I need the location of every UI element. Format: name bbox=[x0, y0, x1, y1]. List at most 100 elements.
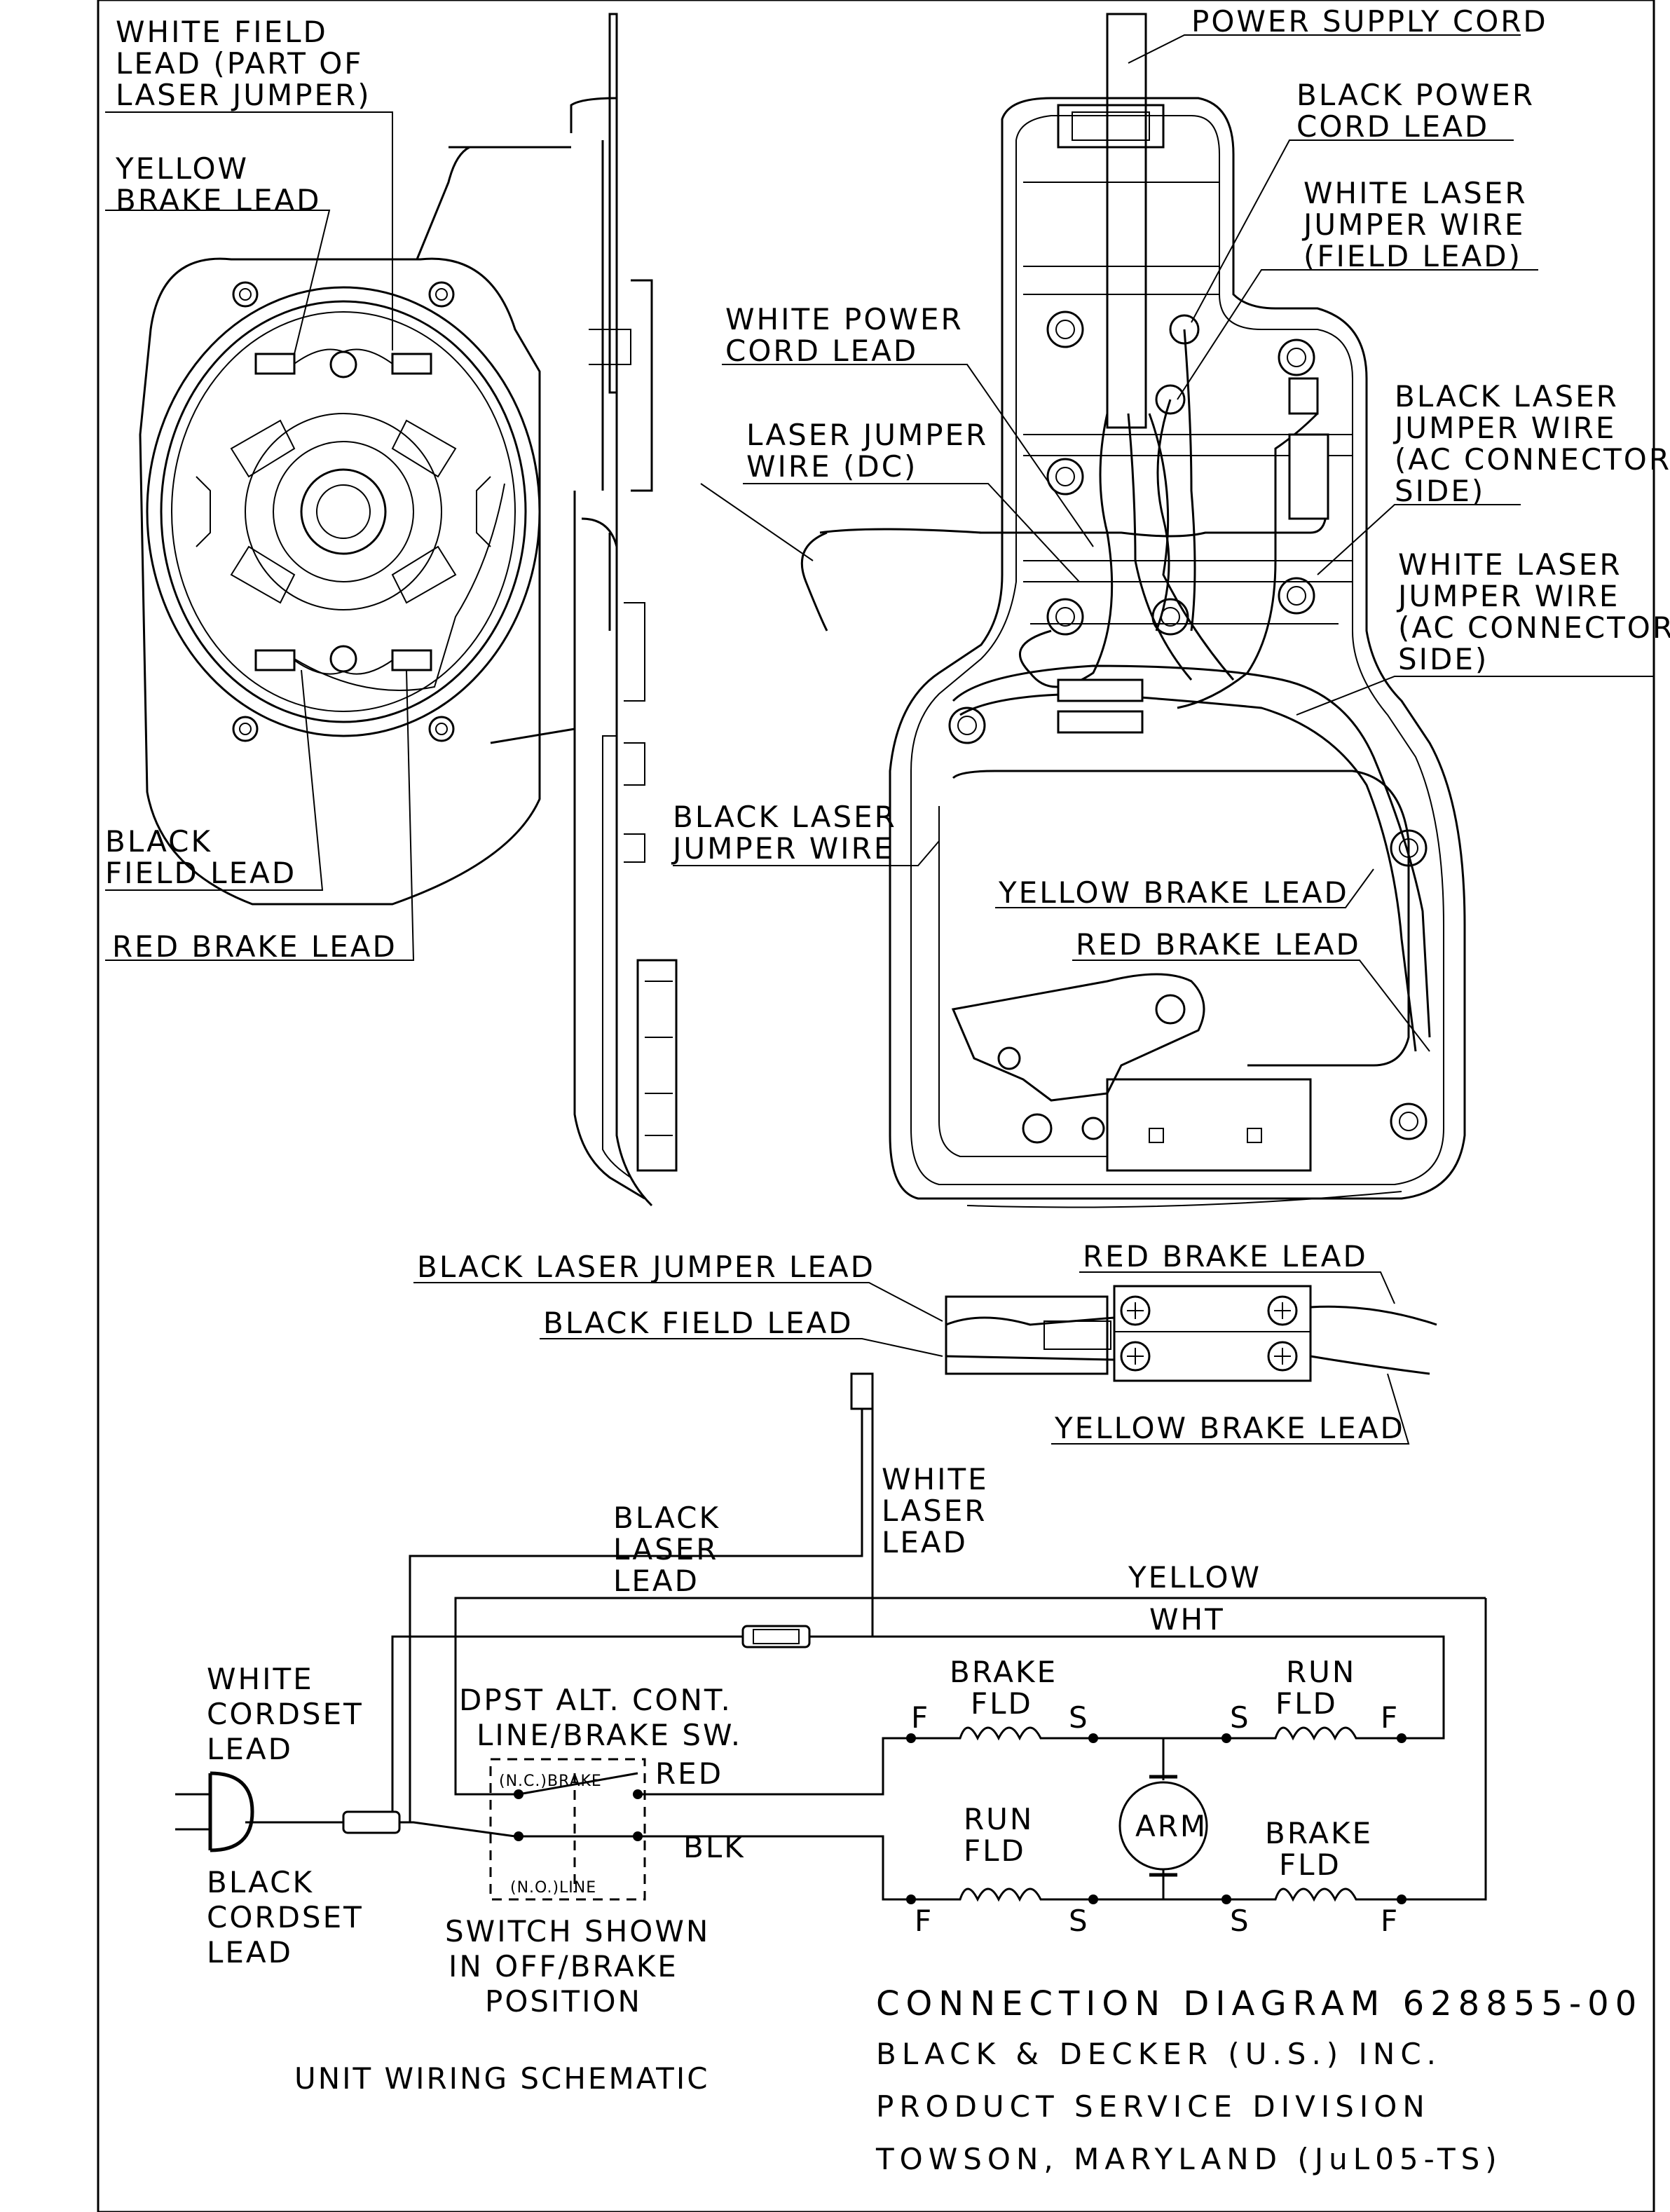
label-wht: WHT bbox=[1149, 1602, 1225, 1637]
svg-text:FLD: FLD bbox=[971, 1686, 1033, 1721]
label-unit-wiring-schematic: UNIT WIRING SCHEMATIC bbox=[294, 2061, 710, 2096]
label-black-cordset-lead: BLACK CORDSET LEAD bbox=[207, 1865, 364, 1969]
label-white-field-lead: WHITE FIELD LEAD (PART OF LASER JUMPER) bbox=[116, 15, 371, 112]
svg-text:JUMPER WIRE: JUMPER WIRE bbox=[1392, 411, 1616, 445]
svg-text:CORD LEAD: CORD LEAD bbox=[1296, 109, 1489, 144]
label-black-laser-jumper-lead: BLACK LASER JUMPER LEAD bbox=[417, 1250, 875, 1284]
svg-text:DPST ALT. CONT.: DPST ALT. CONT. bbox=[459, 1683, 732, 1717]
svg-text:FIELD LEAD: FIELD LEAD bbox=[105, 856, 296, 890]
label-black-laser-jumper-ac: BLACK LASER JUMPER WIRE (AC CONNECTOR SI… bbox=[1392, 379, 1670, 508]
label-run-fld-bottom: RUN FLD bbox=[964, 1802, 1034, 1868]
label-black-power-cord-lead: BLACK POWER CORD LEAD bbox=[1296, 78, 1535, 144]
terminal-s-3: S bbox=[1069, 1904, 1090, 1938]
svg-text:WHITE LASER: WHITE LASER bbox=[1398, 547, 1622, 582]
svg-text:LINE/BRAKE SW.: LINE/BRAKE SW. bbox=[477, 1718, 742, 1752]
label-yellow-brake-lead-left: YELLOW BRAKE LEAD bbox=[115, 151, 321, 217]
svg-text:LASER: LASER bbox=[882, 1494, 987, 1528]
company-name: BLACK & DECKER (U.S.) INC. bbox=[876, 2037, 1442, 2071]
switch-box bbox=[489, 1758, 646, 1901]
svg-text:FLD: FLD bbox=[1279, 1848, 1341, 1882]
svg-text:CORD LEAD: CORD LEAD bbox=[725, 334, 918, 368]
label-switch-note: SWITCH SHOWN IN OFF/BRAKE POSITION bbox=[445, 1914, 710, 2019]
svg-text:LASER: LASER bbox=[613, 1532, 718, 1566]
label-black-field-lead-left: BLACK FIELD LEAD bbox=[105, 824, 296, 890]
label-white-cordset-lead: WHITE CORDSET LEAD bbox=[207, 1662, 364, 1766]
label-power-supply-cord: POWER SUPPLY CORD bbox=[1191, 4, 1548, 39]
svg-text:WHITE FIELD: WHITE FIELD bbox=[116, 15, 328, 49]
svg-text:JUMPER WIRE: JUMPER WIRE bbox=[671, 831, 894, 866]
svg-text:FLD: FLD bbox=[964, 1834, 1026, 1868]
label-run-fld-top: RUN FLD bbox=[1275, 1655, 1356, 1721]
svg-text:WIRE (DC): WIRE (DC) bbox=[746, 449, 917, 484]
label-red-brake-lead-switch: RED BRAKE LEAD bbox=[1083, 1239, 1368, 1274]
location-date: TOWSON, MARYLAND (JuL05-TS) bbox=[875, 2142, 1503, 2176]
label-black-laser-jumper-wire: BLACK LASER JUMPER WIRE bbox=[671, 800, 897, 866]
svg-text:IN OFF/BRAKE: IN OFF/BRAKE bbox=[449, 1949, 678, 1984]
svg-text:JUMPER WIRE: JUMPER WIRE bbox=[1396, 579, 1620, 613]
terminal-s-4: S bbox=[1230, 1904, 1251, 1938]
left-leaders bbox=[105, 111, 415, 961]
svg-text:JUMPER WIRE: JUMPER WIRE bbox=[1301, 207, 1525, 242]
label-black-field-lead-mid: BLACK FIELD LEAD bbox=[543, 1306, 854, 1340]
svg-text:SIDE): SIDE) bbox=[1395, 474, 1485, 508]
title-block: CONNECTION DIAGRAM 628855-00 BLACK & DEC… bbox=[875, 1984, 1643, 2176]
label-red-brake-lead-mid: RED BRAKE LEAD bbox=[1076, 927, 1361, 962]
svg-text:LEAD: LEAD bbox=[207, 1935, 293, 1969]
svg-text:BRAKE: BRAKE bbox=[950, 1655, 1058, 1689]
svg-text:CORDSET: CORDSET bbox=[207, 1900, 364, 1934]
svg-text:CORDSET: CORDSET bbox=[207, 1697, 364, 1731]
svg-text:BLACK: BLACK bbox=[207, 1865, 314, 1899]
label-switch-desc: DPST ALT. CONT. LINE/BRAKE SW. bbox=[459, 1683, 742, 1752]
svg-text:BRAKE LEAD: BRAKE LEAD bbox=[116, 183, 321, 217]
svg-text:(AC CONNECTOR: (AC CONNECTOR bbox=[1395, 442, 1670, 477]
drawing-frame bbox=[97, 0, 1655, 2212]
diagram-title: CONNECTION DIAGRAM 628855-00 bbox=[876, 1984, 1643, 2023]
svg-text:(AC CONNECTOR: (AC CONNECTOR bbox=[1398, 610, 1670, 645]
svg-text:WHITE: WHITE bbox=[207, 1662, 314, 1696]
svg-text:(FIELD LEAD): (FIELD LEAD) bbox=[1303, 239, 1522, 273]
svg-text:RUN: RUN bbox=[1286, 1655, 1356, 1689]
label-arm: ARM bbox=[1135, 1809, 1207, 1843]
right-leaders bbox=[673, 34, 1654, 1052]
svg-text:WHITE: WHITE bbox=[882, 1462, 989, 1496]
housing-side-profile bbox=[416, 13, 678, 1207]
label-white-power-cord-lead: WHITE POWER CORD LEAD bbox=[725, 302, 964, 368]
terminal-f-3: F bbox=[915, 1904, 933, 1938]
label-blk: BLK bbox=[683, 1830, 746, 1864]
terminal-f-4: F bbox=[1381, 1904, 1399, 1938]
label-red: RED bbox=[655, 1756, 723, 1791]
label-yellow: YELLOW bbox=[1128, 1560, 1261, 1595]
label-white-laser-lead: WHITE LASER LEAD bbox=[882, 1462, 989, 1559]
terminal-f-1: F bbox=[911, 1700, 930, 1735]
label-white-laser-jumper-field: WHITE LASER JUMPER WIRE (FIELD LEAD) bbox=[1301, 176, 1528, 273]
svg-text:POSITION: POSITION bbox=[485, 1984, 642, 2019]
svg-text:LASER JUMPER): LASER JUMPER) bbox=[116, 78, 371, 112]
label-brake-fld-bottom: BRAKE FLD bbox=[1265, 1816, 1373, 1882]
terminal-s-2: S bbox=[1230, 1700, 1251, 1735]
svg-text:BLACK LASER: BLACK LASER bbox=[673, 800, 897, 834]
svg-text:LEAD: LEAD bbox=[207, 1732, 293, 1766]
label-yellow-brake-lead-mid: YELLOW BRAKE LEAD bbox=[998, 875, 1349, 910]
label-red-brake-lead-left: RED BRAKE LEAD bbox=[112, 929, 397, 964]
svg-text:LASER JUMPER: LASER JUMPER bbox=[746, 418, 988, 452]
svg-text:WHITE LASER: WHITE LASER bbox=[1303, 176, 1528, 210]
svg-text:SIDE): SIDE) bbox=[1398, 642, 1488, 676]
label-white-laser-jumper-ac: WHITE LASER JUMPER WIRE (AC CONNECTOR SI… bbox=[1396, 547, 1670, 676]
svg-text:BLACK POWER: BLACK POWER bbox=[1296, 78, 1535, 112]
svg-text:LEAD: LEAD bbox=[882, 1525, 968, 1559]
svg-text:LEAD (PART OF: LEAD (PART OF bbox=[116, 46, 363, 81]
label-black-laser-lead: BLACK LASER LEAD bbox=[613, 1501, 720, 1598]
svg-text:BLACK: BLACK bbox=[613, 1501, 720, 1535]
label-laser-jumper-wire-dc: LASER JUMPER WIRE (DC) bbox=[746, 418, 988, 484]
switch-detail-leaders bbox=[413, 1271, 1410, 1445]
svg-text:WHITE POWER: WHITE POWER bbox=[725, 302, 964, 336]
label-nc-brake: (N.C.)BRAKE bbox=[499, 1773, 602, 1790]
svg-text:BRAKE: BRAKE bbox=[1265, 1816, 1373, 1850]
label-yellow-brake-lead-switch: YELLOW BRAKE LEAD bbox=[1054, 1411, 1405, 1445]
wiring-schematic bbox=[175, 1372, 1487, 1904]
label-no-line: (N.O.)LINE bbox=[510, 1879, 596, 1897]
division-name: PRODUCT SERVICE DIVISION bbox=[876, 2089, 1430, 2124]
svg-text:SWITCH SHOWN: SWITCH SHOWN bbox=[445, 1914, 710, 1948]
svg-text:RUN: RUN bbox=[964, 1802, 1034, 1836]
switch-detail-view bbox=[945, 1285, 1437, 1382]
